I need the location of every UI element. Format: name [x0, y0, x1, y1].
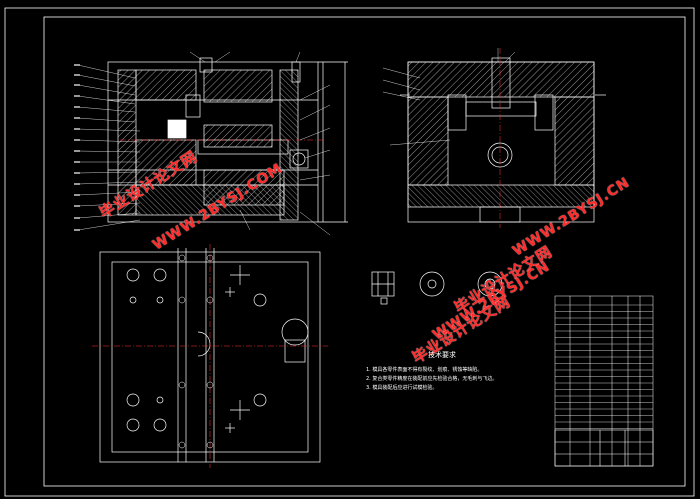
inner-border	[43, 16, 686, 487]
leader-lines-right	[382, 48, 516, 146]
detail-views	[371, 271, 503, 305]
tech-requirements-title: 技术要求	[428, 351, 456, 359]
plan-view-centerlines	[92, 244, 328, 468]
tech-requirement-1: 1. 模具各零件表面不得有裂纹、划痕、锈蚀等缺陷。	[366, 367, 483, 373]
tech-requirement-2: 2. 复合类零件精度在装配前应先检验合格，无毛刺与飞边。	[366, 376, 498, 382]
plan-view-bolts	[178, 254, 214, 449]
side-section-view	[400, 57, 606, 223]
leader-tick-marks	[74, 64, 80, 231]
bom-table	[554, 295, 654, 467]
outer-border	[4, 7, 695, 497]
title-block	[554, 429, 654, 467]
tech-requirement-3: 3. 模具装配后应进行试模检验。	[366, 385, 438, 391]
leader-lines-left	[77, 51, 331, 236]
bom-rows	[555, 304, 653, 429]
main-section-view	[107, 57, 348, 223]
